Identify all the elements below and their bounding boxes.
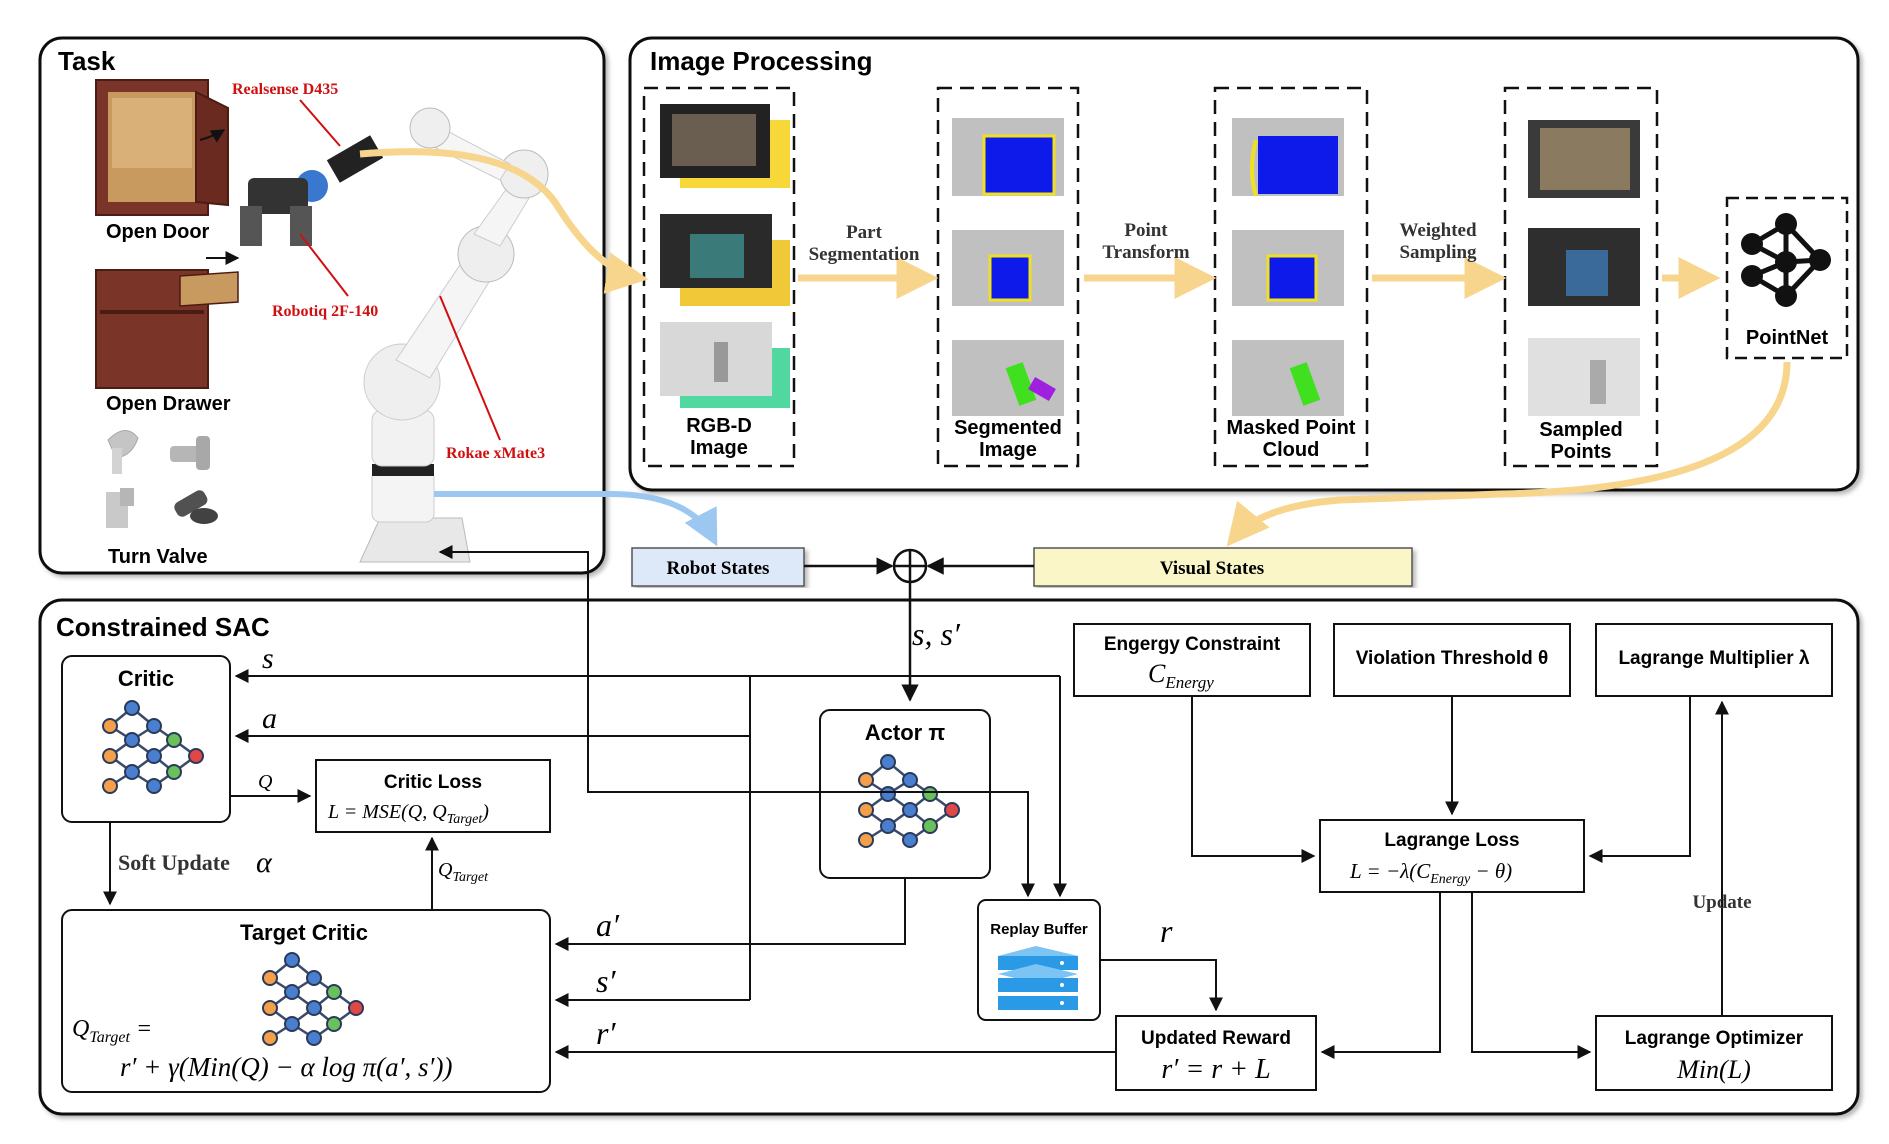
lagrange-optimizer-formula: Min(L)	[1676, 1055, 1751, 1084]
database-icon	[998, 946, 1078, 1010]
open-door-label: Open Door	[106, 221, 210, 243]
sampled-label-1: Sampled	[1539, 419, 1622, 441]
replay-buffer-label: Replay Buffer	[990, 921, 1088, 938]
part-seg-label-2: Segmentation	[809, 244, 920, 265]
lagrange-optimizer-label: Lagrange Optimizer	[1625, 1028, 1804, 1049]
energy-constraint-symbol: CEnergy	[1148, 659, 1214, 692]
lagrange-loss-formula: L = −λ(CEnergy − θ)	[1349, 859, 1512, 887]
sym-q-target: QTarget	[438, 859, 489, 885]
sac-title: Constrained SAC	[56, 612, 270, 642]
updated-reward-box	[1115, 1015, 1317, 1091]
lagrange-optimizer-box	[1595, 1015, 1833, 1091]
violation-threshold-box	[1333, 623, 1571, 697]
update-label: Update	[1692, 892, 1751, 913]
concat-operator-icon	[892, 548, 928, 584]
segmented-label-1: Segmented	[954, 417, 1062, 439]
image-processing-panel: Image Processing RGB-D Image S	[628, 36, 1860, 492]
soft-update-label: Soft Update	[118, 850, 230, 875]
pointnet-network-icon	[1741, 213, 1831, 307]
open-drawer-label: Open Drawer	[106, 393, 231, 415]
s-sprime-label: s, s′	[912, 616, 961, 652]
actor-label: Actor π	[865, 720, 946, 745]
masked-label-2: Cloud	[1263, 439, 1320, 461]
weighted-sampling-label-1: Weighted	[1399, 220, 1476, 241]
image-processing-title: Image Processing	[650, 46, 873, 76]
rgbd-stage	[642, 86, 796, 468]
part-seg-label-1: Part	[846, 222, 883, 243]
cabinet-door-illustration	[95, 79, 229, 216]
updated-reward-formula: r′ = r + L	[1161, 1054, 1270, 1085]
updated-reward-label: Updated Reward	[1141, 1028, 1291, 1049]
rgbd-label-1: RGB-D	[686, 415, 752, 437]
lagrange-multiplier-box	[1595, 623, 1833, 697]
weighted-sampling-label-2: Sampling	[1399, 242, 1477, 263]
robot-states-label: Robot States	[667, 558, 770, 579]
sym-s-prime: s′	[596, 963, 616, 999]
task-panel: Task Open Door Open Drawer	[38, 36, 606, 575]
lagrange-loss-box	[1319, 819, 1585, 893]
task-title: Task	[58, 46, 116, 76]
visual-states-box	[1033, 547, 1413, 587]
energy-constraint-label: Engergy Constraint	[1104, 634, 1281, 655]
critic-loss-title: Critic Loss	[384, 772, 482, 793]
energy-constraint-box	[1073, 623, 1311, 697]
point-transform-label-1: Point	[1124, 220, 1168, 241]
masked-label-1: Masked Point	[1227, 417, 1356, 439]
critic-loss-box	[315, 759, 551, 833]
critic-loss-formula: L = MSE(Q, QTarget)	[327, 801, 489, 827]
sym-a-prime: a′	[596, 907, 620, 943]
violation-threshold-label: Violation Threshold θ	[1356, 648, 1549, 669]
sym-r-prime: r′	[596, 1015, 616, 1051]
label-realsense: Realsense D435	[232, 81, 338, 98]
critic-label: Critic	[118, 666, 174, 691]
q-target-equation-rhs: r′ + γ(Min(Q) − α log π(a′, s′))	[120, 1052, 452, 1082]
sym-s: s	[262, 642, 274, 675]
soft-update-alpha: α	[256, 846, 273, 879]
lagrange-loss-label: Lagrange Loss	[1384, 830, 1519, 851]
critic-box	[61, 655, 231, 823]
sym-r: r	[1160, 913, 1173, 949]
label-rokae: Rokae xMate3	[446, 445, 545, 462]
valve-illustrations	[106, 430, 218, 528]
pointnet-label: PointNet	[1746, 327, 1829, 349]
turn-valve-label: Turn Valve	[108, 546, 208, 568]
lagrange-multiplier-label: Lagrange Multiplier λ	[1618, 648, 1810, 669]
point-transform-label-2: Transform	[1102, 242, 1189, 263]
sym-a: a	[262, 702, 277, 735]
label-robotiq: Robotiq 2F-140	[272, 303, 378, 320]
target-critic-label: Target Critic	[240, 920, 368, 945]
rgbd-label-2: Image	[690, 437, 748, 459]
segmented-stage	[936, 86, 1080, 468]
q-target-equation-lhs: QTarget =	[72, 1016, 152, 1046]
cabinet-drawer-illustration	[95, 251, 240, 389]
visual-states-label: Visual States	[1160, 558, 1264, 579]
sym-Q: Q	[258, 771, 273, 793]
sampled-label-2: Points	[1550, 441, 1611, 463]
segmented-label-2: Image	[979, 439, 1037, 461]
masked-point-cloud-stage	[1213, 86, 1369, 468]
